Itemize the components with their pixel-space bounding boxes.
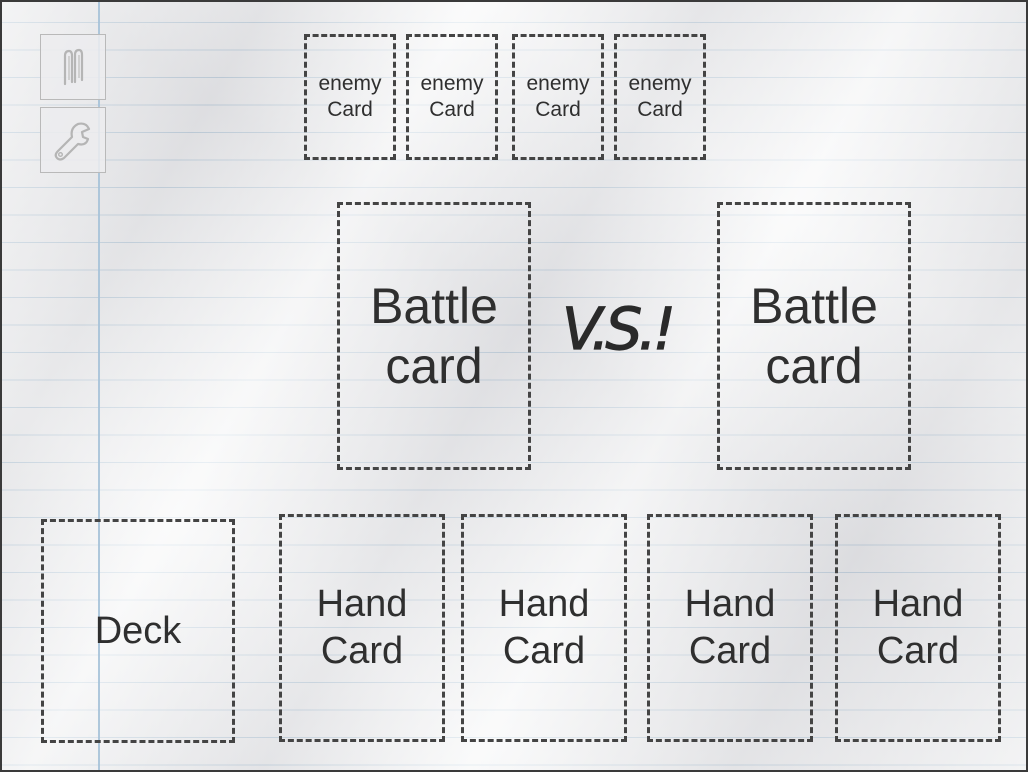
enemy-card-slot-4[interactable]: enemy Card bbox=[614, 34, 706, 160]
hand-card-slot-1[interactable]: Hand Card bbox=[279, 514, 445, 742]
hand-card-slot-2[interactable]: Hand Card bbox=[461, 514, 627, 742]
enemy-card-slot-1[interactable]: enemy Card bbox=[304, 34, 396, 160]
enemy-card-slot-2[interactable]: enemy Card bbox=[406, 34, 498, 160]
enemy-card-label: enemy Card bbox=[526, 72, 590, 121]
wrench-icon bbox=[54, 122, 91, 161]
enemy-card-label: enemy Card bbox=[318, 72, 382, 121]
enemy-card-label: enemy Card bbox=[628, 72, 692, 121]
pause-button[interactable] bbox=[40, 34, 106, 100]
hand-card-label: Hand Card bbox=[872, 583, 964, 672]
battle-card-label: Battle card bbox=[750, 278, 878, 394]
hand-card-slot-4[interactable]: Hand Card bbox=[835, 514, 1001, 742]
hand-card-label: Hand Card bbox=[684, 583, 776, 672]
vs-text: V.S.! bbox=[562, 295, 672, 363]
hand-card-slot-3[interactable]: Hand Card bbox=[647, 514, 813, 742]
enemy-battle-card-slot[interactable]: Battle card bbox=[717, 202, 911, 470]
battle-card-label: Battle card bbox=[370, 278, 498, 394]
deck-label: Deck bbox=[94, 609, 182, 652]
pause-icon bbox=[63, 48, 84, 86]
hand-card-label: Hand Card bbox=[498, 583, 590, 672]
settings-button[interactable] bbox=[40, 107, 106, 173]
player-battle-card-slot[interactable]: Battle card bbox=[337, 202, 531, 470]
deck-slot[interactable]: Deck bbox=[41, 519, 235, 743]
notebook-margin-line bbox=[98, 2, 100, 770]
hand-card-label: Hand Card bbox=[316, 583, 408, 672]
enemy-card-slot-3[interactable]: enemy Card bbox=[512, 34, 604, 160]
vs-label: V.S.! bbox=[561, 294, 676, 363]
enemy-card-label: enemy Card bbox=[420, 72, 484, 121]
